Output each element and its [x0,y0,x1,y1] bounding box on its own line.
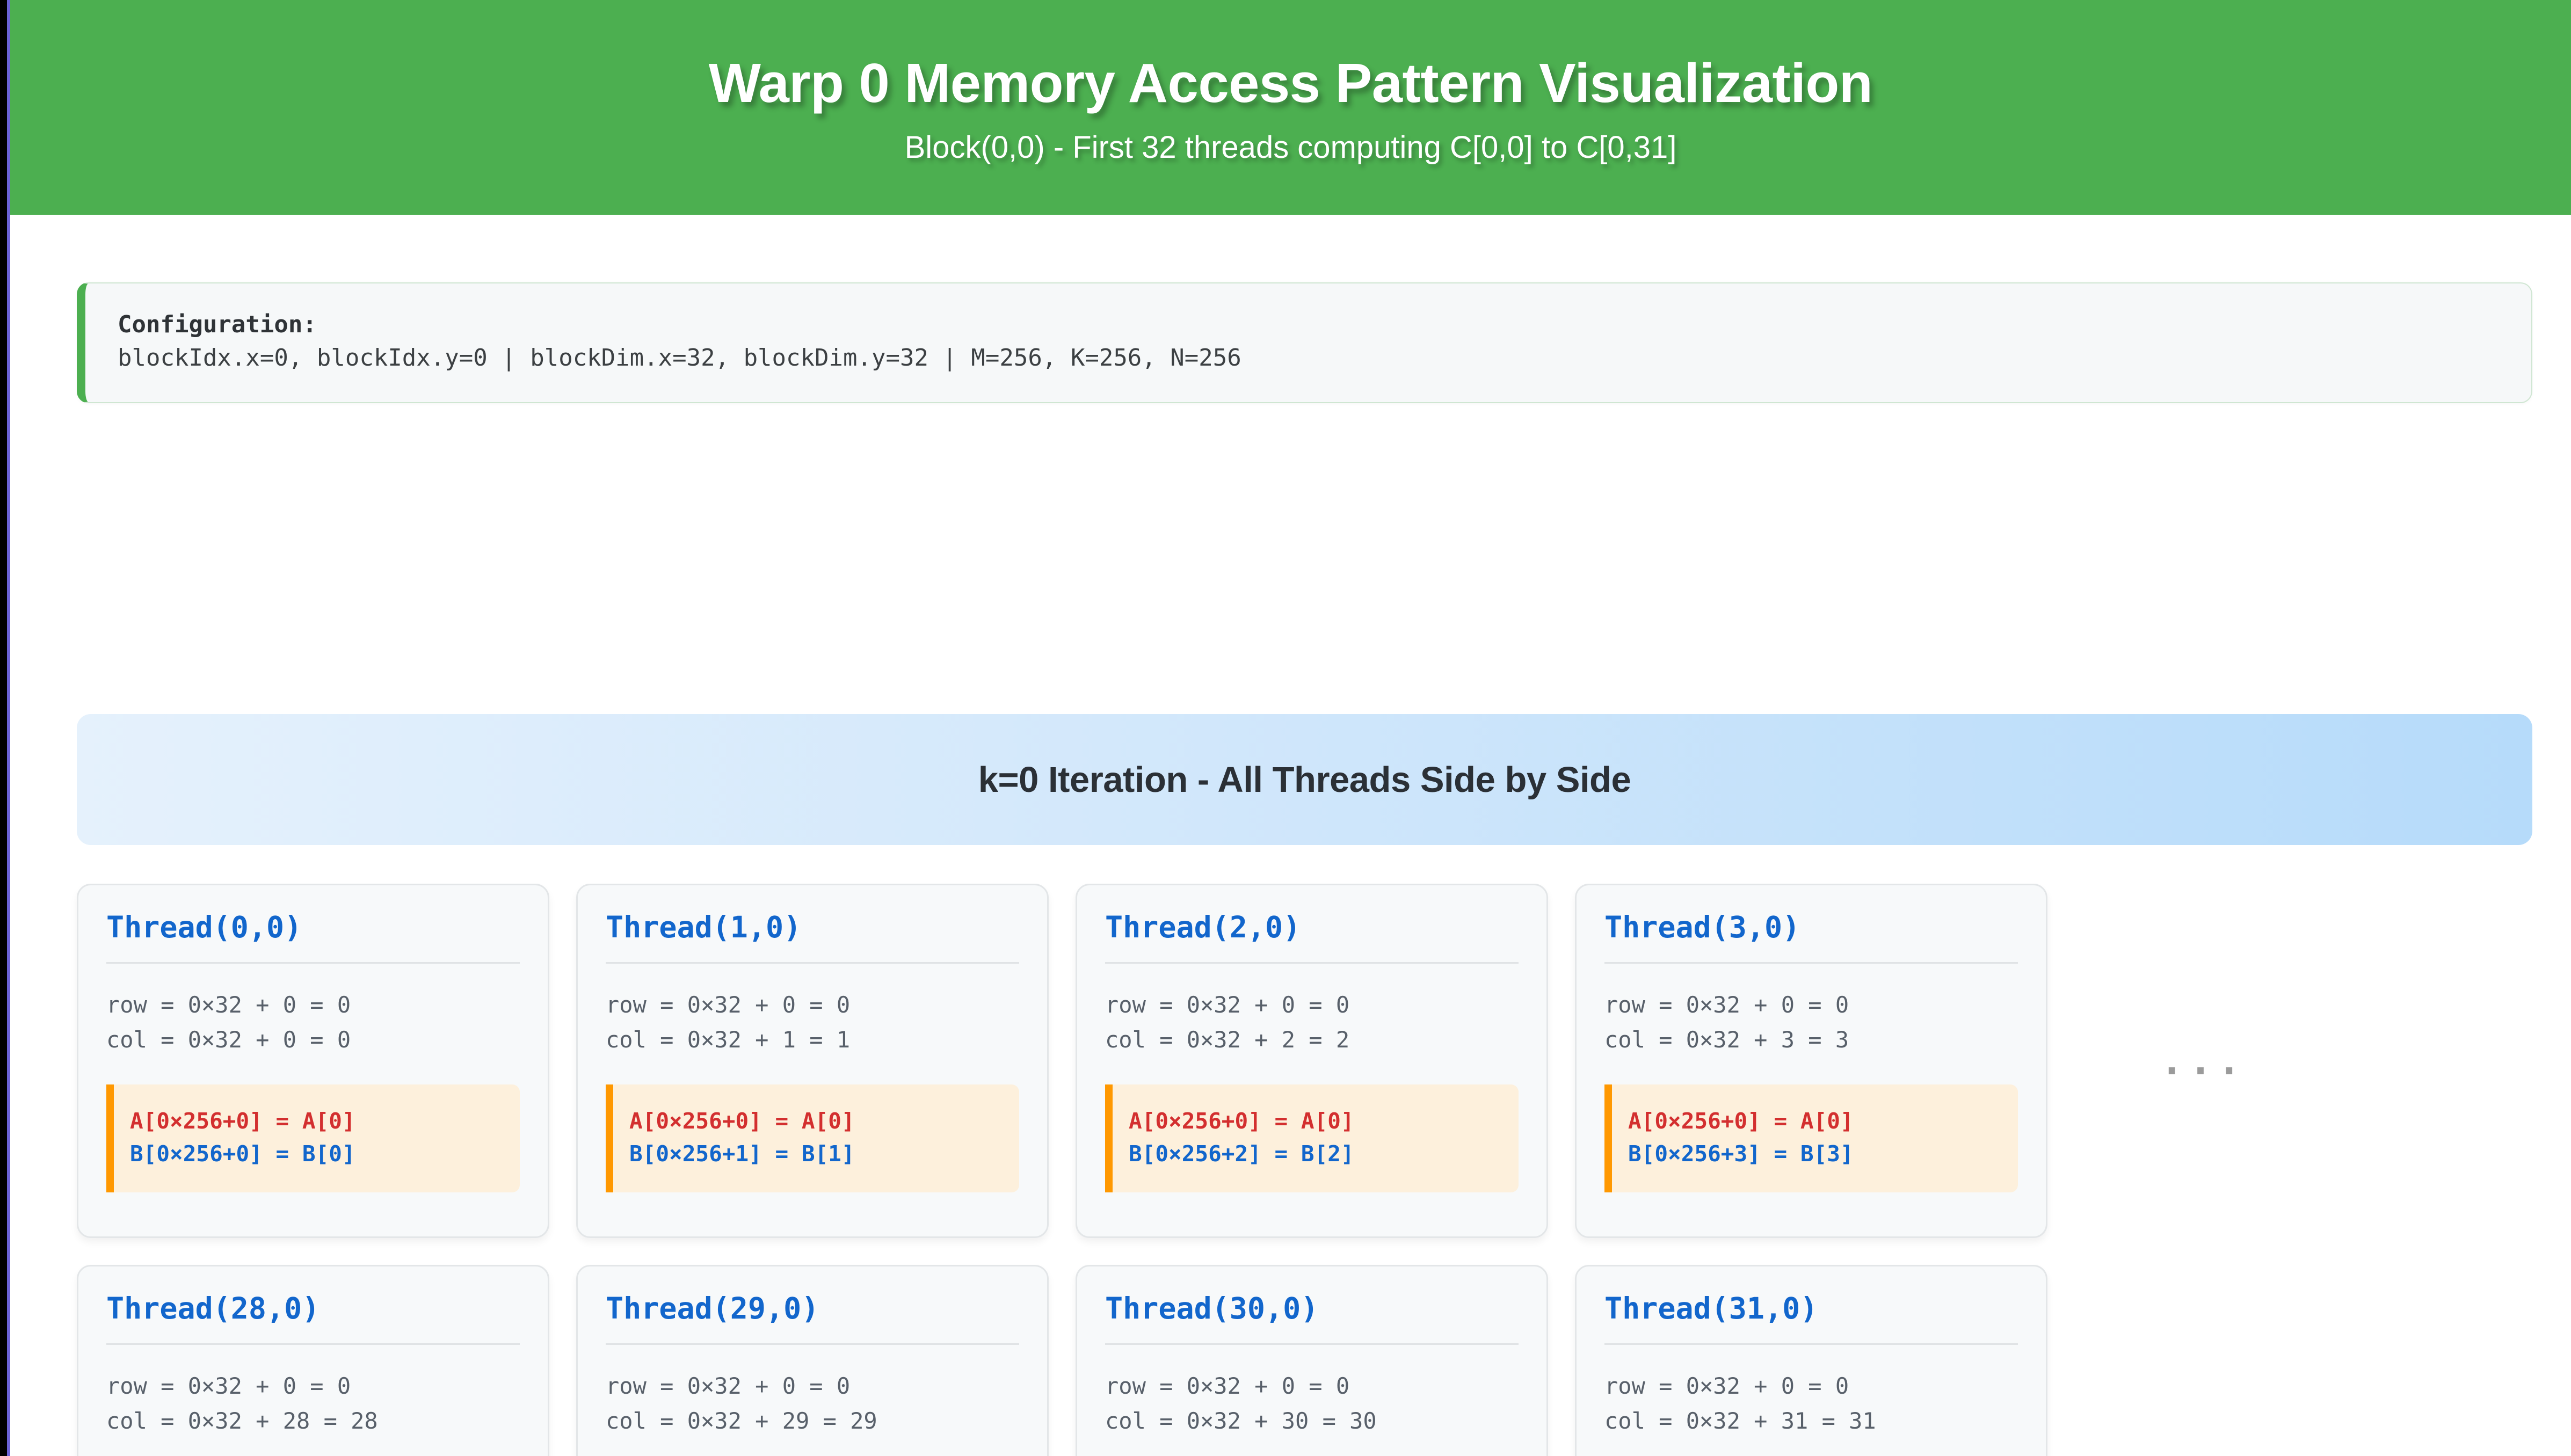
thread-card-divider [106,1343,520,1345]
configuration-values: blockIdx.x=0, blockIdx.y=0 | blockDim.x=… [118,344,1241,372]
thread-row-calc: row = 0×32 + 0 = 0 [106,991,351,1018]
thread-card-divider [1604,962,2018,964]
thread-card-grid: Thread(0,0) row = 0×32 + 0 = 0 col = 0×32 … [77,884,2532,1456]
thread-card-title: Thread(2,0) [1105,910,1301,944]
thread-card-title: Thread(1,0) [606,910,802,944]
thread-card[interactable]: Thread(2,0) row = 0×32 + 0 = 0 col = 0×32 … [1076,884,1548,1238]
thread-card[interactable]: Thread(29,0) row = 0×32 + 0 = 0 col = 0×32… [576,1265,1049,1456]
thread-row-calc: row = 0×32 + 0 = 0 [1105,991,1350,1018]
thread-row: Thread(0,0) row = 0×32 + 0 = 0 col = 0×32 … [77,884,2532,1238]
thread-card[interactable]: Thread(31,0) row = 0×32 + 0 = 0 col = 0×32… [1575,1265,2047,1456]
page-header: Warp 0 Memory Access Pattern Visualizati… [10,0,2571,215]
thread-card-divider [1105,962,1519,964]
thread-card[interactable]: Thread(30,0) row = 0×32 + 0 = 0 col = 0×32… [1076,1265,1548,1456]
thread-col-calc: col = 0×32 + 30 = 30 [1105,1408,1377,1435]
thread-card-divider [606,962,1019,964]
thread-card-title: Thread(31,0) [1604,1291,1818,1326]
matrix-b-access: B[0×256+1] = B[1] [629,1141,855,1167]
thread-col-calc: col = 0×32 + 29 = 29 [606,1408,877,1435]
thread-card-title: Thread(0,0) [106,910,302,944]
page-title: Warp 0 Memory Access Pattern Visualizati… [708,52,1873,114]
memory-access-box: A[0×256+0] = A[0] B[0×256+0] = B[0] [106,1084,520,1192]
matrix-a-access: A[0×256+0] = A[0] [130,1108,355,1134]
thread-row-calc: row = 0×32 + 0 = 0 [1604,1372,1849,1399]
thread-card[interactable]: Thread(28,0) row = 0×32 + 0 = 0 col = 0×32… [77,1265,549,1456]
configuration-box: Configuration: blockIdx.x=0, blockIdx.y=… [77,282,2532,403]
thread-row-calc: row = 0×32 + 0 = 0 [1105,1372,1350,1399]
matrix-a-access: A[0×256+0] = A[0] [629,1108,855,1134]
matrix-b-access: B[0×256+2] = B[2] [1129,1141,1354,1167]
thread-card-title: Thread(3,0) [1604,910,1800,944]
thread-col-calc: col = 0×32 + 0 = 0 [106,1027,351,1053]
thread-card-title: Thread(30,0) [1105,1291,1319,1326]
thread-card[interactable]: Thread(3,0) row = 0×32 + 0 = 0 col = 0×32 … [1575,884,2047,1238]
thread-row-calc: row = 0×32 + 0 = 0 [106,1372,351,1399]
thread-card-title: Thread(28,0) [106,1291,320,1326]
thread-card-title: Thread(29,0) [606,1291,819,1326]
matrix-b-access: B[0×256+3] = B[3] [1628,1141,1854,1167]
page-root: Warp 0 Memory Access Pattern Visualizati… [10,0,2571,1456]
thread-row: Thread(28,0) row = 0×32 + 0 = 0 col = 0×32… [77,1265,2532,1456]
memory-access-box: A[0×256+0] = A[0] B[0×256+2] = B[2] [1105,1084,1519,1192]
thread-col-calc: col = 0×32 + 28 = 28 [106,1408,378,1435]
thread-card[interactable]: Thread(0,0) row = 0×32 + 0 = 0 col = 0×32 … [77,884,549,1238]
page-subtitle: Block(0,0) - First 32 threads computing … [904,130,1677,165]
left-accent-rail [7,0,10,1456]
thread-card-divider [1604,1343,2018,1345]
thread-col-calc: col = 0×32 + 2 = 2 [1105,1027,1350,1053]
memory-access-box: A[0×256+0] = A[0] B[0×256+1] = B[1] [606,1084,1019,1192]
matrix-a-access: A[0×256+0] = A[0] [1129,1108,1354,1134]
thread-col-calc: col = 0×32 + 1 = 1 [606,1027,851,1053]
thread-card-divider [106,962,520,964]
thread-row-calc: row = 0×32 + 0 = 0 [1604,991,1849,1018]
memory-access-box: A[0×256+0] = A[0] B[0×256+3] = B[3] [1604,1084,2018,1192]
matrix-b-access: B[0×256+0] = B[0] [130,1141,355,1167]
thread-card-divider [1105,1343,1519,1345]
threads-truncated-ellipsis: ... [2160,1038,2247,1083]
thread-row-calc: row = 0×32 + 0 = 0 [606,1372,851,1399]
thread-col-calc: col = 0×32 + 3 = 3 [1604,1027,1849,1053]
thread-card[interactable]: Thread(1,0) row = 0×32 + 0 = 0 col = 0×32 … [576,884,1049,1238]
matrix-a-access: A[0×256+0] = A[0] [1628,1108,1854,1134]
thread-row-calc: row = 0×32 + 0 = 0 [606,991,851,1018]
thread-col-calc: col = 0×32 + 31 = 31 [1604,1408,1876,1435]
iteration-banner-title: k=0 Iteration - All Threads Side by Side [978,759,1631,800]
configuration-label: Configuration: [118,311,317,338]
thread-card-divider [606,1343,1019,1345]
iteration-banner: k=0 Iteration - All Threads Side by Side [77,714,2532,845]
